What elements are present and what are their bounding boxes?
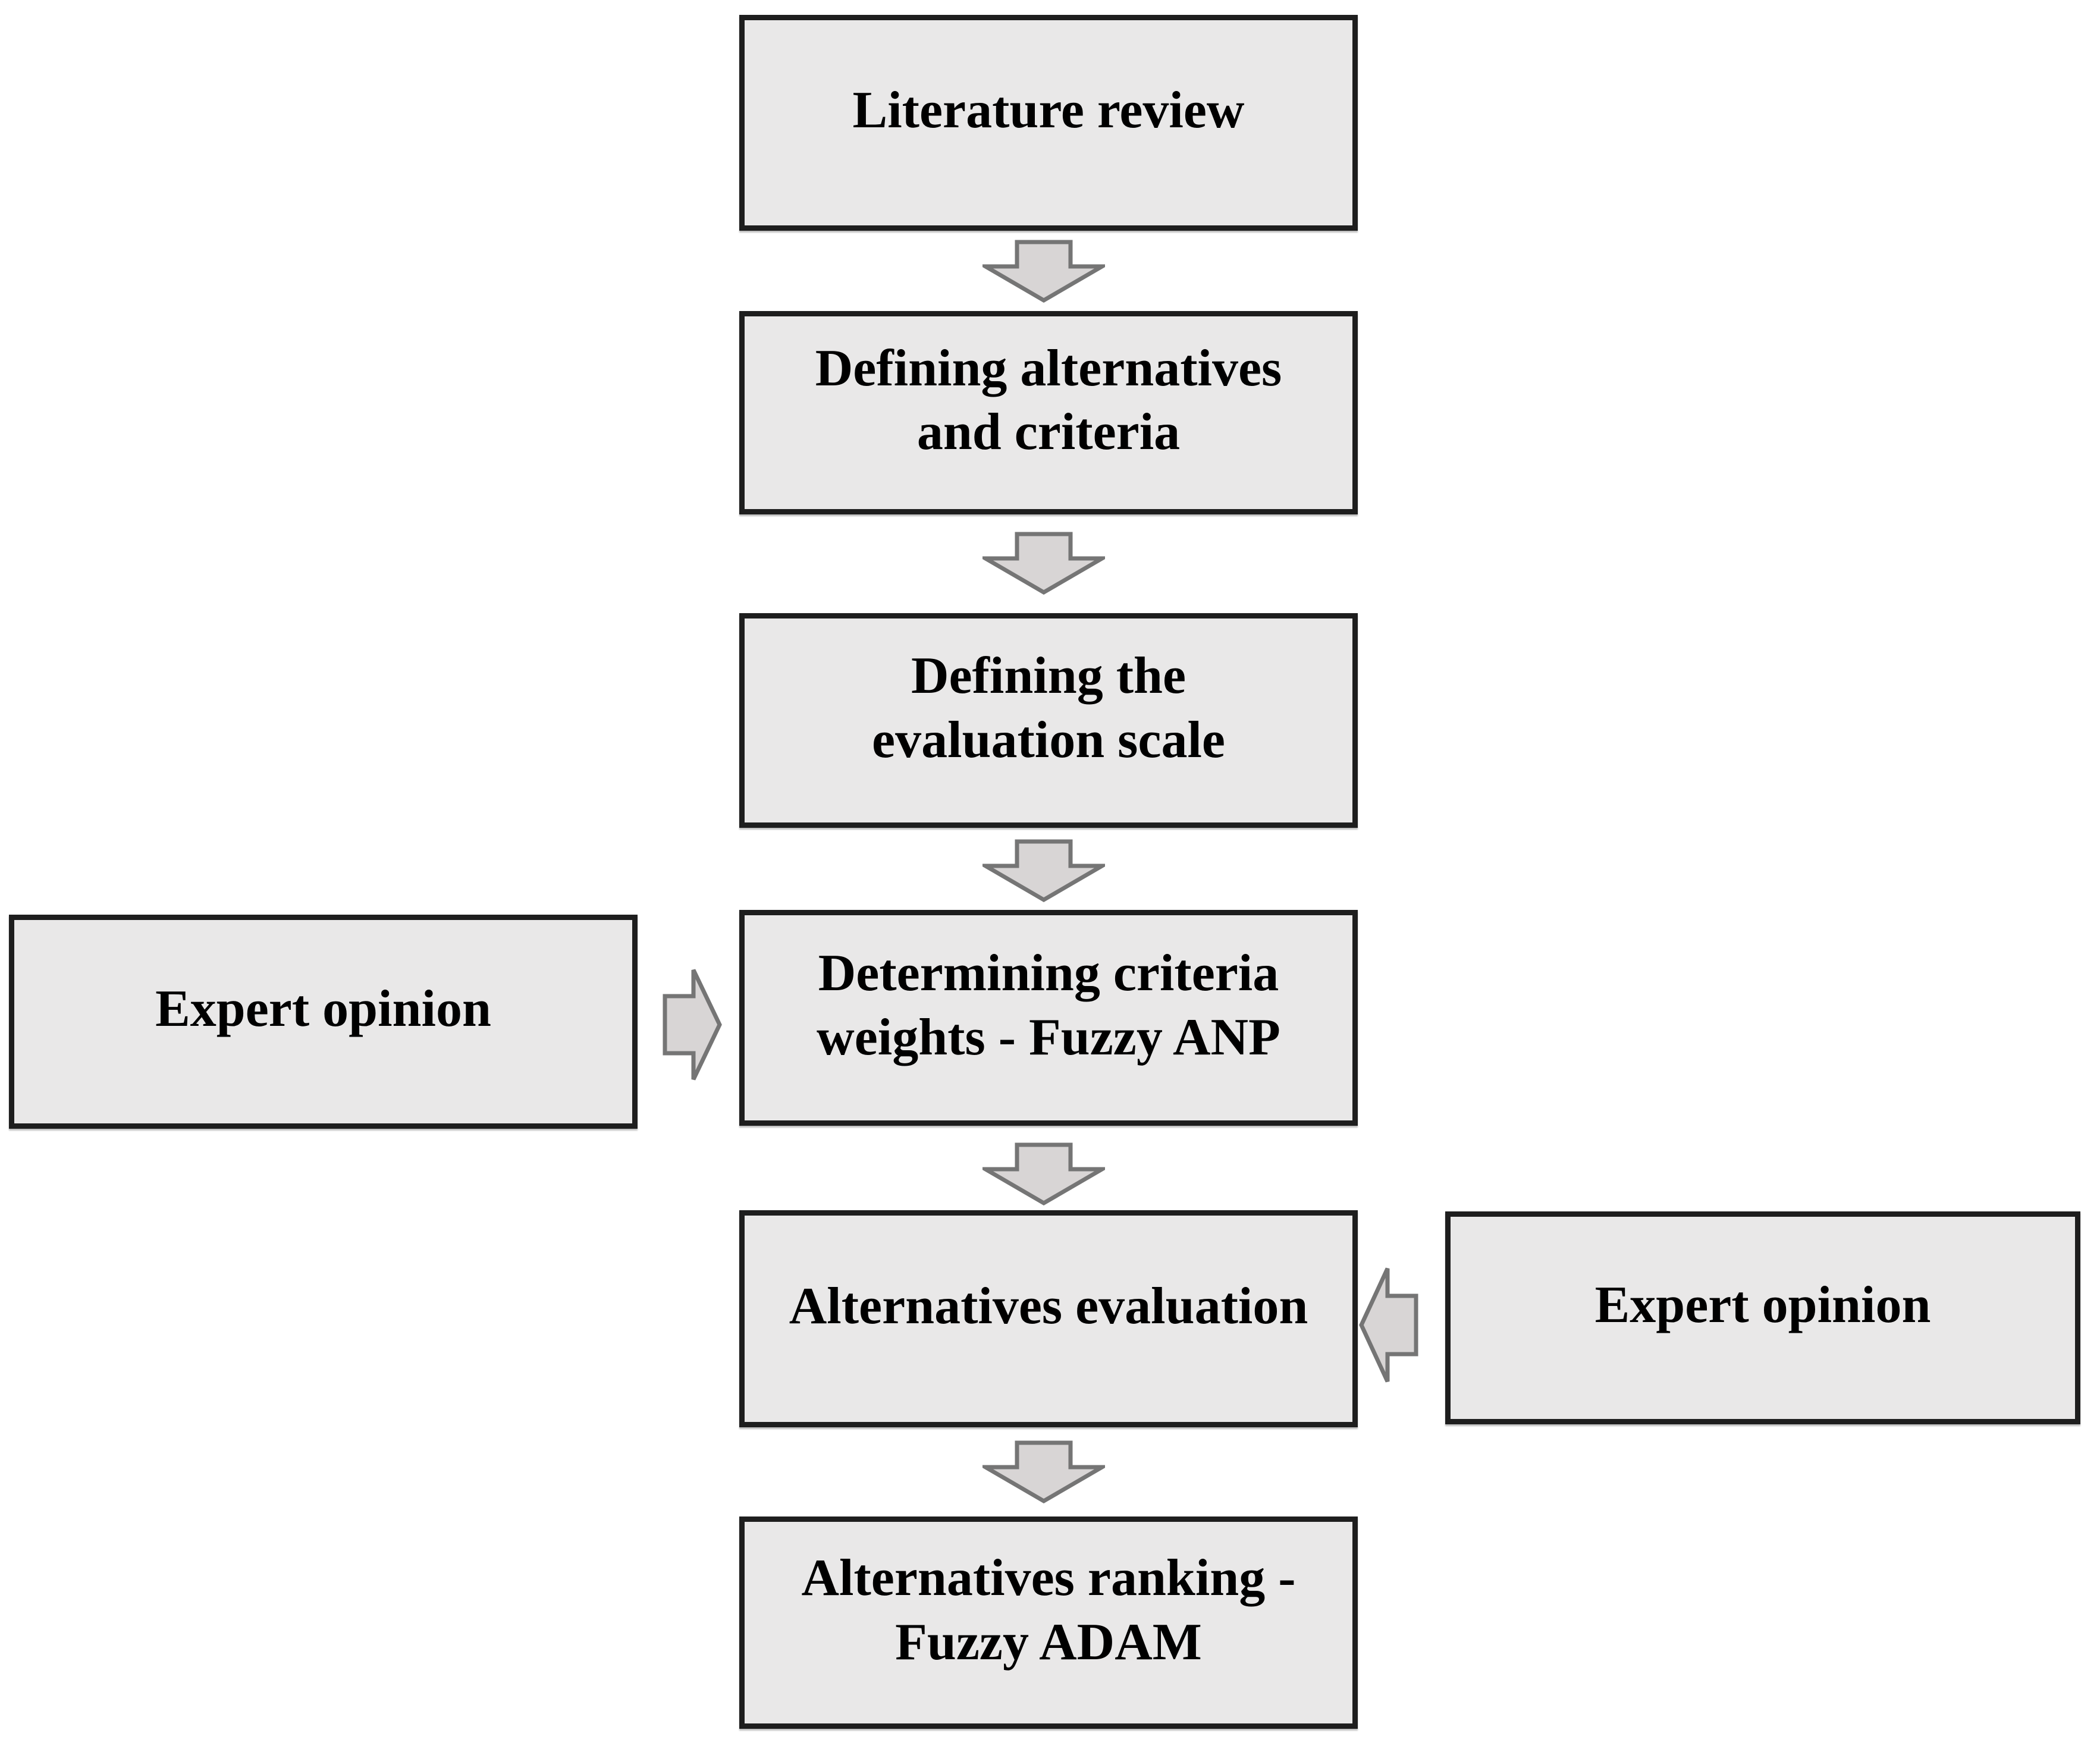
flow-node-defining-the-evaluation-scale: Defining the evaluation scale [739,613,1358,828]
flow-arrow-down-4 [982,1142,1105,1206]
flow-node-determining-criteria-weights: Determining criteria weights - Fuzzy ANP [739,910,1358,1126]
flow-node-expert-opinion-left: Expert opinion [9,915,638,1129]
flow-node-determining-criteria-weights-label: Determining criteria weights - Fuzzy ANP [817,944,1280,1066]
flow-node-expert-opinion-right-label: Expert opinion [1594,1276,1931,1335]
flow-node-literature-review: Literature review [739,15,1358,231]
flow-node-alternatives-evaluation-label: Alternatives evaluation [789,1277,1308,1335]
flow-node-defining-the-evaluation-scale-label: Defining the evaluation scale [872,647,1225,769]
flow-arrow-down-3 [982,839,1105,903]
flow-node-expert-opinion-right: Expert opinion [1445,1211,2080,1424]
flow-arrow-down-5 [982,1440,1105,1504]
flow-node-defining-alternatives-and-criteria-label: Defining alternatives and criteria [815,339,1282,461]
flow-arrow-right-expert-opinion [663,969,722,1081]
flow-arrow-down-1 [982,240,1105,303]
flow-node-defining-alternatives-and-criteria: Defining alternatives and criteria [739,311,1358,514]
flow-node-literature-review-label: Literature review [852,81,1245,139]
flow-node-alternatives-ranking-label: Alternatives ranking - Fuzzy ADAM [801,1549,1296,1671]
flow-node-expert-opinion-left-label: Expert opinion [155,980,491,1038]
flow-node-alternatives-evaluation: Alternatives evaluation [739,1210,1358,1427]
flow-node-alternatives-ranking: Alternatives ranking - Fuzzy ADAM [739,1516,1358,1729]
flow-arrow-left-expert-opinion [1359,1267,1418,1383]
flow-arrow-down-2 [982,532,1105,595]
